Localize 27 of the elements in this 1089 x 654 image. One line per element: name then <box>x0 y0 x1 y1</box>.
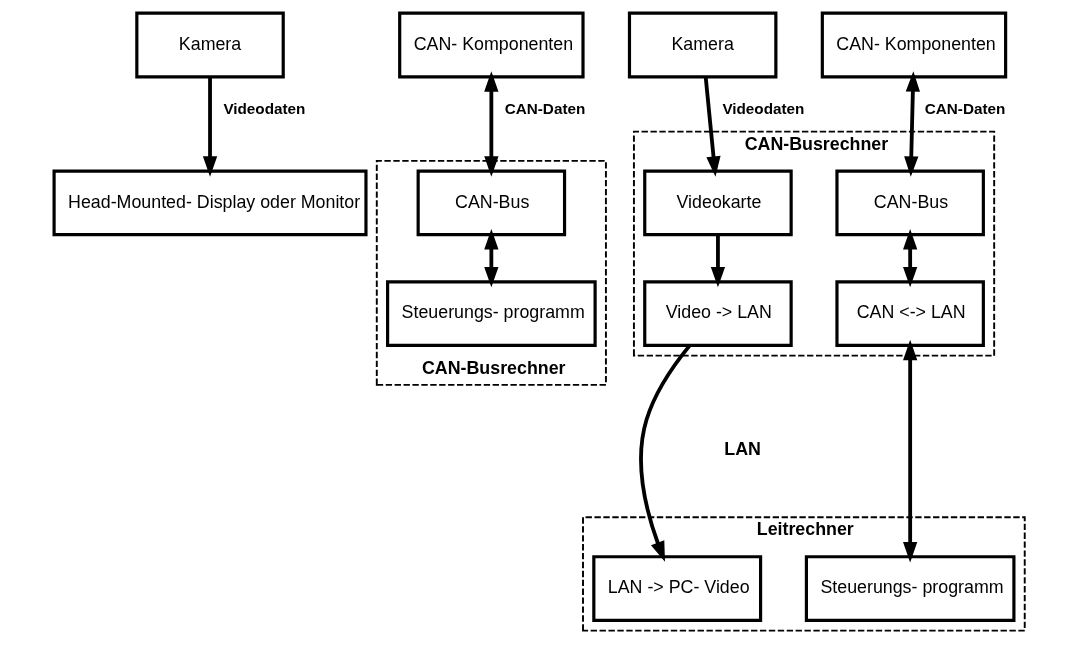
arrow <box>484 71 499 177</box>
node-box: CAN-Bus <box>416 169 567 237</box>
arrow <box>903 229 918 288</box>
node-box: CAN- Komponenten <box>820 11 1008 79</box>
edge-label: CAN-Daten <box>504 99 586 117</box>
arrow <box>484 229 499 288</box>
node-box: LAN -> PC- Video <box>592 555 763 622</box>
edge-label: CAN-Daten <box>924 99 1006 117</box>
edge-label: Videodaten <box>223 99 306 117</box>
node-box: Kamera <box>627 11 778 79</box>
node-box: Video -> LAN <box>643 280 793 348</box>
label: LAN <box>724 438 761 459</box>
arrow <box>202 77 218 177</box>
arrow <box>904 71 920 177</box>
arrow <box>903 339 918 563</box>
arrow <box>710 234 726 288</box>
node-box: Steuerungs- programm <box>804 555 1016 622</box>
node-box: CAN <-> LAN <box>835 280 985 348</box>
arrow <box>703 76 721 177</box>
node-box: Steuerungs- programm <box>386 280 597 348</box>
node-box: CAN-Bus <box>835 169 985 237</box>
node-box: Videokarte <box>643 169 793 237</box>
node-box: Kamera <box>135 11 285 79</box>
arrow <box>639 344 692 562</box>
node-box: CAN- Komponenten <box>398 11 585 79</box>
node-box: Head-Mounted- Display oder Monitor <box>52 169 368 237</box>
edge-label: Videodaten <box>722 99 805 117</box>
